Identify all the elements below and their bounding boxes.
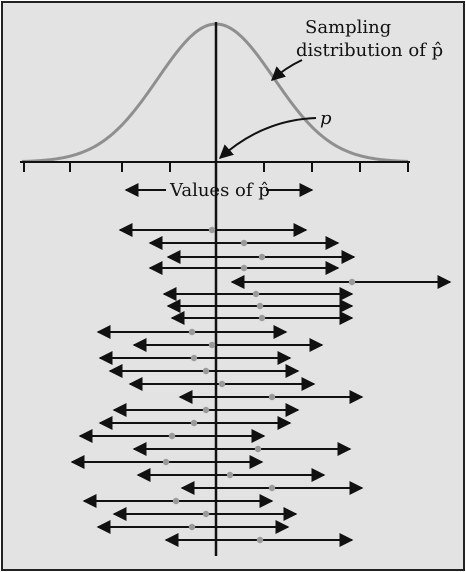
sample-estimate-point xyxy=(226,471,234,479)
sample-estimate-point xyxy=(190,419,198,427)
sample-estimate-point xyxy=(190,354,198,362)
curve-label-line2: distribution of p̂ xyxy=(296,40,443,61)
sample-estimate-point xyxy=(188,523,196,531)
curve-label-line1: Sampling xyxy=(305,17,391,38)
sample-estimate-point xyxy=(252,290,260,298)
sample-estimate-point xyxy=(208,226,216,234)
sample-estimate-point xyxy=(172,497,180,505)
curve-label-arrow xyxy=(270,59,303,81)
sample-estimate-point xyxy=(218,380,226,388)
sample-estimate-point xyxy=(256,302,264,310)
sample-estimate-point xyxy=(240,264,248,272)
sample-estimate-point xyxy=(208,341,216,349)
sample-estimate-point xyxy=(202,406,210,414)
p-label: p xyxy=(320,108,332,129)
p-label-arrow xyxy=(218,117,317,159)
axis-ticks xyxy=(23,162,409,172)
sample-estimate-point xyxy=(162,458,170,466)
sample-estimate-point xyxy=(258,253,266,261)
sample-estimate-point xyxy=(268,393,276,401)
sample-estimate-point xyxy=(258,314,266,322)
confidence-intervals xyxy=(70,223,452,547)
sample-estimate-point xyxy=(168,432,176,440)
sample-estimate-point xyxy=(240,239,248,247)
sample-estimate-point xyxy=(188,328,196,336)
sample-estimate-point xyxy=(254,445,262,453)
axis-label: Values of p̂ xyxy=(169,180,270,201)
sample-estimate-point xyxy=(202,510,210,518)
sample-estimate-point xyxy=(348,278,356,286)
sample-estimate-point xyxy=(256,536,264,544)
sample-estimate-point xyxy=(202,367,210,375)
sample-estimate-point xyxy=(268,484,276,492)
